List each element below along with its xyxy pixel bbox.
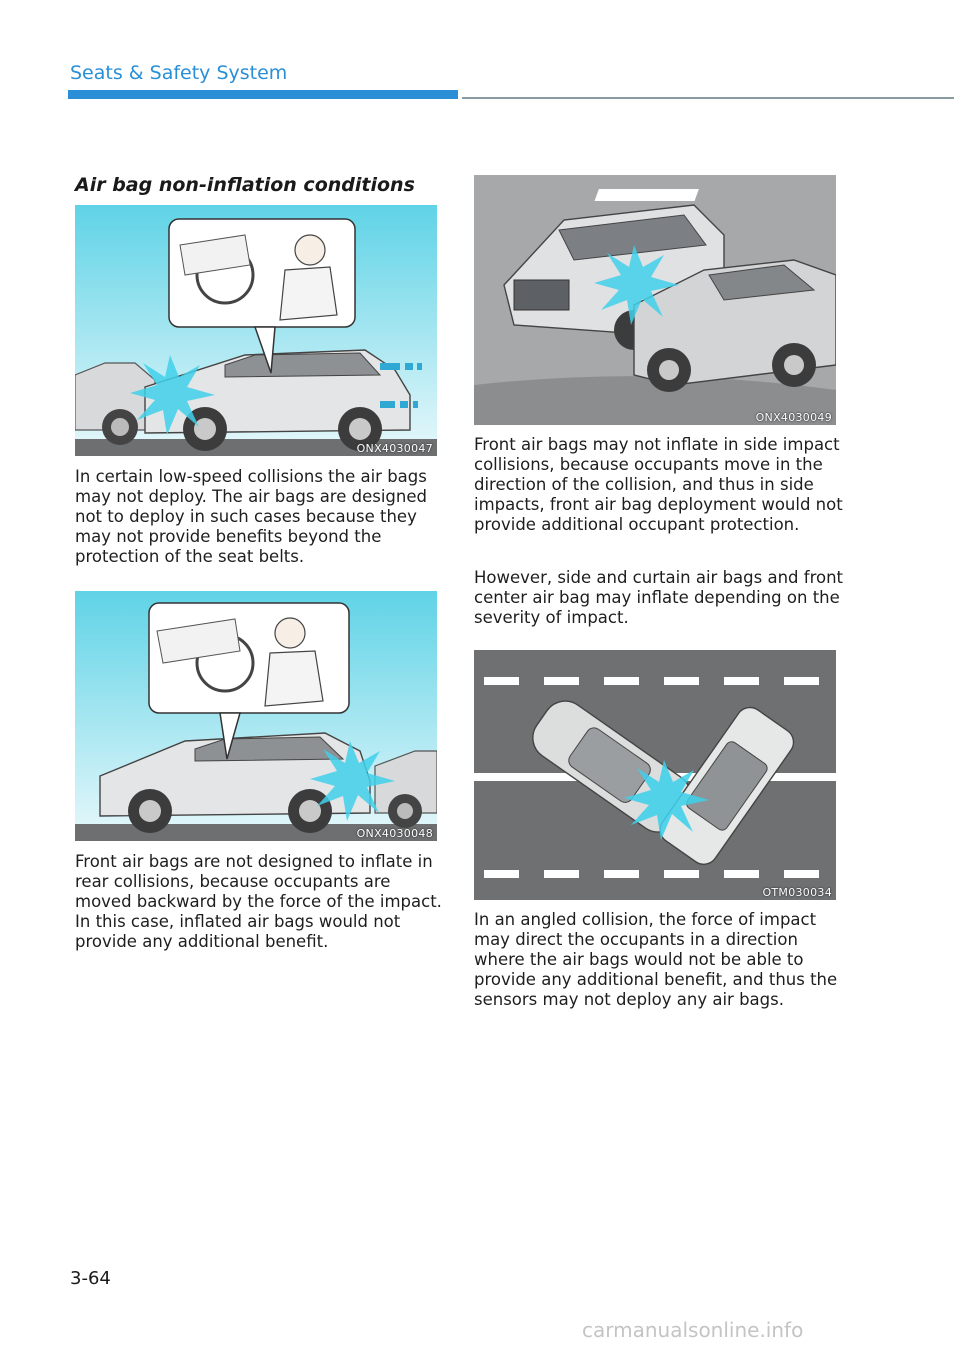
figure-code: ONX4030049 [755, 411, 832, 424]
figure-code: OTM030034 [762, 886, 832, 899]
figure-code: ONX4030048 [356, 827, 433, 840]
figure-code: ONX4030047 [356, 442, 433, 455]
watermark: carmanualsonline.info [582, 1318, 804, 1342]
paragraph-side-impact: Front air bags may not inflate in side i… [474, 435, 843, 534]
paragraph-side-curtain: However, side and curtain air bags and f… [474, 568, 844, 627]
paragraph-low-speed: In certain low-speed collisions the air … [75, 467, 427, 566]
subsection-heading: Air bag non-inflation conditions [75, 174, 415, 196]
paragraph-angled-collision: In an angled collision, the force of imp… [474, 910, 838, 1009]
page-number: 3-64 [70, 1268, 111, 1289]
paragraph-rear-collision: Front air bags are not designed to infla… [75, 852, 442, 951]
header-bar-blue [68, 90, 458, 99]
illustration-side-impact: ONX4030049 [474, 175, 836, 425]
section-title: Seats & Safety System [70, 62, 288, 84]
illustration-low-speed-collision: ONX4030047 [75, 205, 437, 456]
header-bar-gray [462, 97, 954, 99]
illustration-rear-collision: ONX4030048 [75, 591, 437, 841]
illustration-angled-collision: OTM030034 [474, 650, 836, 900]
